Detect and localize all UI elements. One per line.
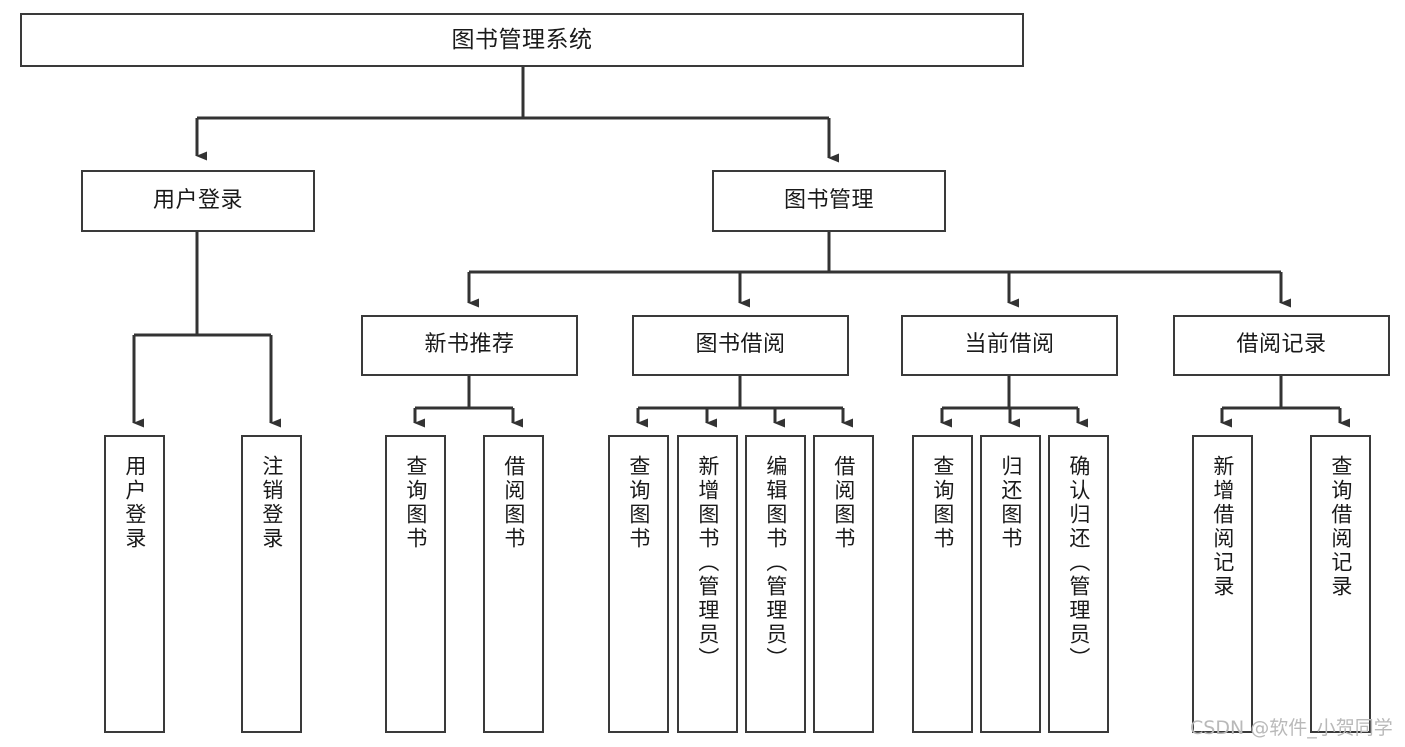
node-leaf-return-book[interactable]: 归还图书 (980, 435, 1041, 733)
node-borrow-record[interactable]: 借阅记录 (1173, 315, 1390, 376)
node-leaf-borrow-book-recommend[interactable]: 借阅图书 (483, 435, 544, 733)
node-label: 图书借阅 (695, 332, 786, 358)
node-new-book-recommend[interactable]: 新书推荐 (361, 315, 578, 376)
node-label: 当前借阅 (964, 332, 1055, 358)
node-leaf-user-login[interactable]: 用户登录 (104, 435, 165, 733)
node-book-management[interactable]: 图书管理 (712, 170, 946, 232)
node-label: 编辑图书（管理员） (763, 455, 788, 671)
node-label: 查询图书 (930, 455, 955, 551)
node-label: 借阅图书 (501, 455, 526, 551)
node-label: 注销登录 (259, 455, 284, 551)
node-label: 查询图书 (626, 455, 651, 551)
node-label: 借阅图书 (831, 455, 856, 551)
node-label: 归还图书 (998, 455, 1023, 551)
node-label: 查询借阅记录 (1328, 455, 1353, 599)
node-leaf-borrow-book[interactable]: 借阅图书 (813, 435, 874, 733)
node-label: 查询图书 (403, 455, 428, 551)
node-leaf-add-book[interactable]: 新增图书（管理员） (677, 435, 738, 733)
node-label: 用户登录 (122, 455, 147, 551)
node-leaf-edit-book[interactable]: 编辑图书（管理员） (745, 435, 806, 733)
node-leaf-query-book-borrow[interactable]: 查询图书 (608, 435, 669, 733)
node-leaf-query-borrow-record[interactable]: 查询借阅记录 (1310, 435, 1371, 733)
node-book-borrow[interactable]: 图书借阅 (632, 315, 849, 376)
node-leaf-query-book-current[interactable]: 查询图书 (912, 435, 973, 733)
node-label: 新增图书（管理员） (695, 455, 720, 671)
node-label: 新增借阅记录 (1210, 455, 1235, 599)
node-label: 图书管理系统 (451, 26, 593, 53)
node-current-borrow[interactable]: 当前借阅 (901, 315, 1118, 376)
node-label: 确认归还（管理员） (1066, 455, 1091, 671)
node-leaf-query-book-recommend[interactable]: 查询图书 (385, 435, 446, 733)
node-label: 借阅记录 (1236, 332, 1327, 358)
node-leaf-confirm-return[interactable]: 确认归还（管理员） (1048, 435, 1109, 733)
node-leaf-add-borrow-record[interactable]: 新增借阅记录 (1192, 435, 1253, 733)
node-label: 新书推荐 (424, 332, 515, 358)
node-root-book-management-system[interactable]: 图书管理系统 (20, 13, 1024, 67)
node-label: 用户登录 (152, 187, 243, 213)
node-user-login[interactable]: 用户登录 (81, 170, 315, 232)
node-leaf-logout-login[interactable]: 注销登录 (241, 435, 302, 733)
node-label: 图书管理 (783, 187, 874, 213)
